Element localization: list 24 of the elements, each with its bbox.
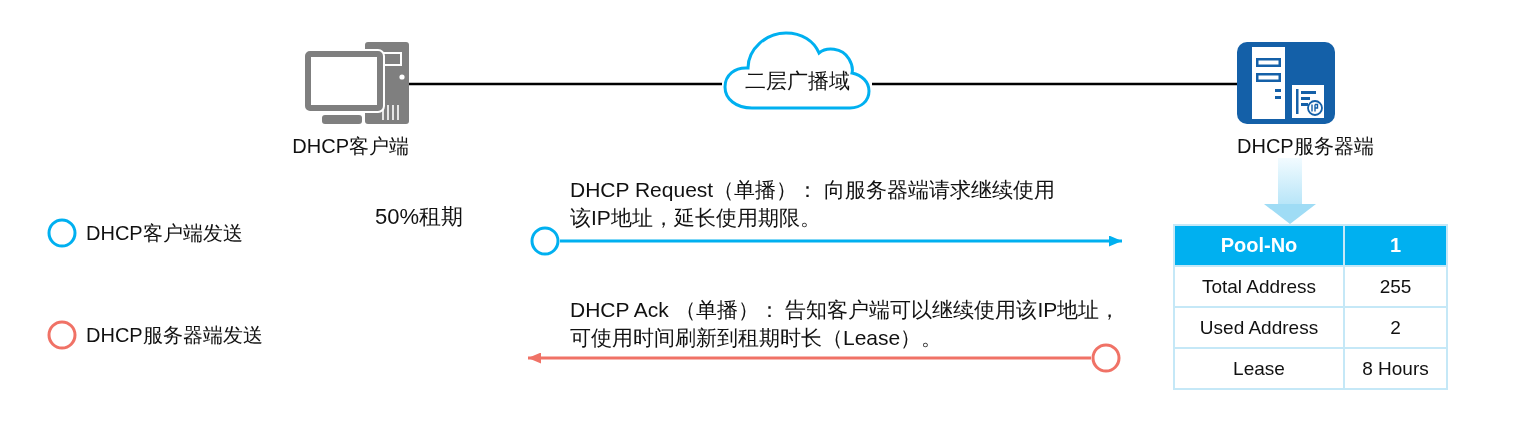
table-cell: 8 Hours [1344,348,1447,389]
legend-label: DHCP服务器端发送 [86,323,263,347]
table-cell: Lease [1174,348,1344,389]
node-label: DHCP客户端 [292,134,409,158]
table-cell: 2 [1344,307,1447,348]
node-label: DHCP服务器端 [1237,134,1374,158]
table-cell: Used Address [1174,307,1344,348]
legend-label: DHCP客户端发送 [86,221,243,245]
header-cell: 1 [1344,225,1447,266]
header-cell: Pool-No [1174,225,1344,266]
table-cell: Total Address [1174,266,1344,307]
open-circle [530,226,560,256]
message-label: DHCP Ack （单播）： 告知客户端可以继续使用该IP地址，可使用时间刷新到租期时长（Lease）。 [570,297,1122,351]
connector-line [872,82,1237,86]
block-arrow [1264,158,1316,224]
open-circle [1091,343,1121,373]
connector-line [409,82,722,86]
data-table [1173,224,1448,390]
message-label: DHCP Request（单播）： 向服务器端请求继续使用该IP地址，延长使用期限。 [570,177,1056,231]
arrow [528,352,1091,364]
table-cell: 255 [1344,266,1447,307]
annotation-text: 50%租期 [375,204,464,230]
node-label: 二层广播域 [744,69,850,93]
arrow [560,235,1122,247]
